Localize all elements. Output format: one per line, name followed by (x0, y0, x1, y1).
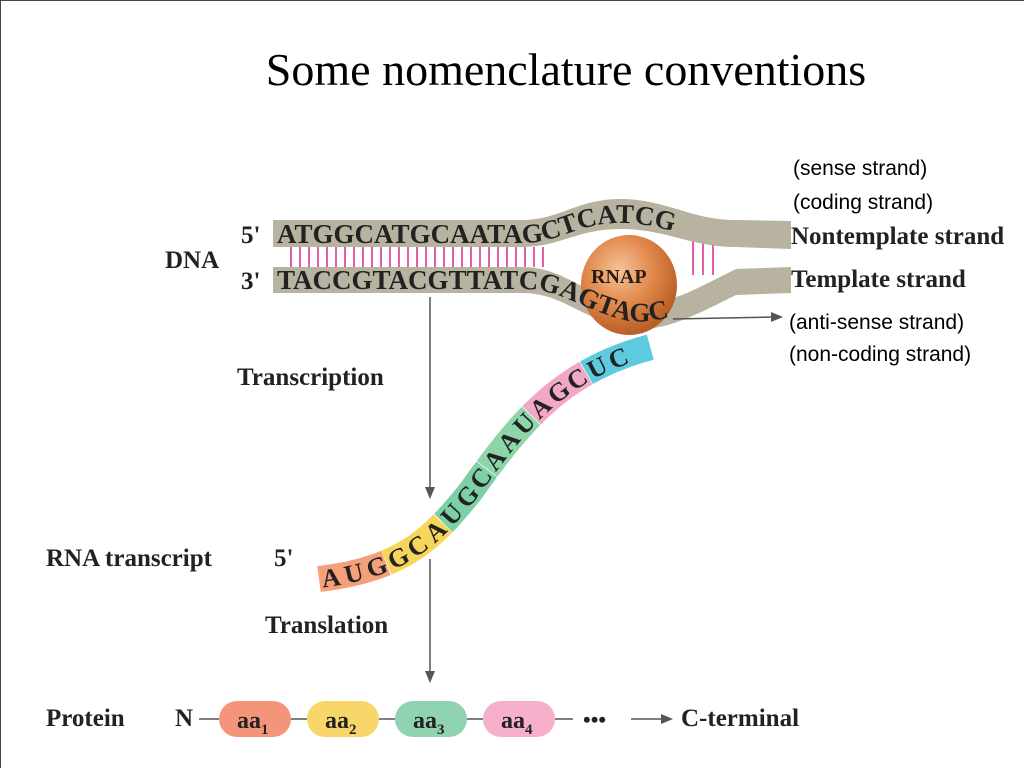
rna-transcript-band (317, 334, 654, 592)
rna-codon-band (580, 334, 654, 385)
rna-codon-band (317, 550, 391, 592)
amino-acid-label: aa1 (237, 708, 269, 738)
amino-acid-label: aa4 (501, 708, 533, 738)
rna-base: A (319, 562, 342, 594)
antisense-strand-note: (anti-sense strand) (789, 311, 965, 334)
c-terminal-arrowhead (661, 714, 673, 724)
sense-strand-note: (sense strand) (793, 157, 928, 180)
amino-acid-bead (483, 701, 555, 737)
rnap-enzyme (581, 235, 677, 335)
rna-codon-band (434, 461, 497, 533)
ellipsis-label: ••• (583, 707, 606, 732)
rna-codon-band (522, 361, 593, 425)
c-terminal-label: C-terminal (681, 705, 799, 732)
amino-acid-label: aa2 (325, 708, 357, 738)
nontemplate-label: Nontemplate strand (791, 223, 1004, 250)
nontemplate-strand-band (273, 199, 791, 249)
base-pair-rungs (290, 241, 714, 275)
template-label: Template strand (791, 266, 966, 293)
amino-acid-bead (219, 701, 291, 737)
coding-strand-note: (coding strand) (793, 191, 934, 214)
amino-acid-bead (395, 701, 467, 737)
noncoding-strand-note: (non-coding strand) (789, 343, 972, 366)
n-terminal-label: N (175, 705, 193, 732)
rna-codon-band (476, 406, 541, 477)
top-prime-label: 5' (241, 222, 260, 249)
amino-acid-bead (307, 701, 379, 737)
rnap-label: RNAP (591, 266, 647, 288)
rna-codon-band (381, 514, 453, 575)
antisense-arrowhead (771, 312, 783, 322)
rna-transcript-label: RNA transcript (46, 545, 213, 572)
bottom-prime-label: 3' (241, 268, 260, 295)
translation-label: Translation (265, 612, 388, 639)
antisense-arrow (672, 316, 774, 320)
transcription-label: Transcription (237, 364, 384, 391)
rna-prime-label: 5' (274, 545, 293, 572)
page-title: Some nomenclature conventions (265, 44, 867, 95)
translation-arrowhead (425, 671, 435, 683)
dna-label: DNA (165, 247, 219, 274)
amino-acid-label: aa3 (413, 708, 445, 738)
transcription-arrowhead (425, 487, 435, 499)
protein-label: Protein (46, 705, 125, 732)
protein-chain: aa1 aa2 aa3 aa4 (199, 701, 573, 738)
